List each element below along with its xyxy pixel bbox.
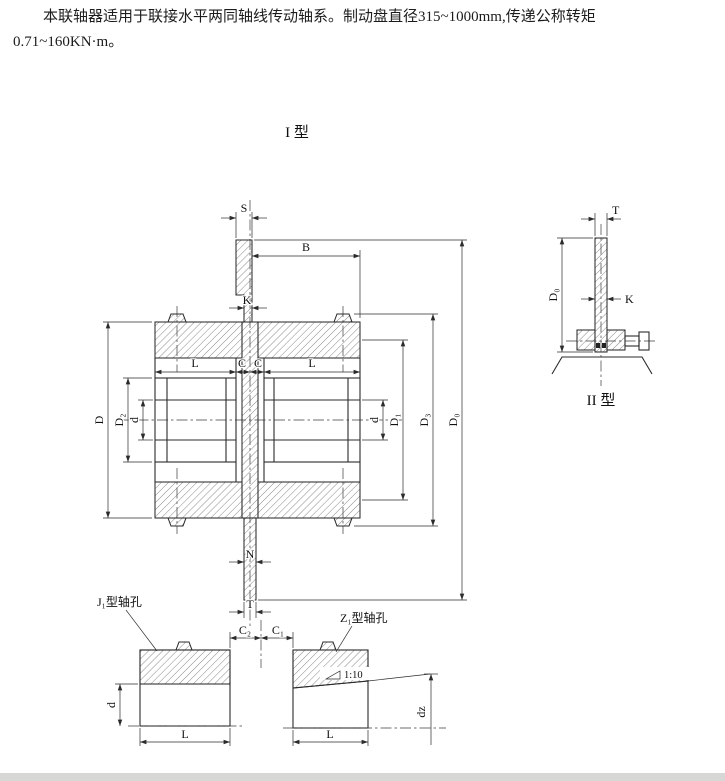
dim-label-d-outer: D (92, 415, 106, 424)
j1-leader-line (125, 609, 158, 652)
main-dimension-lines (103, 212, 467, 618)
dim-label-l-right: L (308, 356, 315, 370)
dim-label-t2-k: K (625, 292, 634, 306)
j1-hole-view: J₁型轴孔 d L (96, 593, 242, 746)
section-dot (602, 343, 606, 348)
page-bottom-edge (0, 773, 725, 781)
dim-label-t: T (246, 597, 254, 611)
caption-type2: II 型 (587, 392, 616, 409)
dim-label-j1-d: d (104, 702, 118, 708)
section-dot (596, 343, 600, 348)
dim-label-z1-l: L (326, 727, 333, 741)
dim-label-k: K (243, 293, 252, 307)
z1-dimension-lines (292, 674, 434, 746)
dim-label-d3: D₃ (417, 414, 431, 427)
dim-label-l-left: L (191, 356, 198, 370)
z1-hole-view: Z₁型轴孔 1:10 dz L (283, 609, 446, 746)
label-z1-hole: Z₁型轴孔 (340, 610, 388, 625)
type2-dimension-lines (557, 213, 621, 353)
dim-label-d-bore-right: d (367, 417, 381, 423)
caption-type1: I 型 (285, 124, 309, 141)
dim-label-s: S (241, 201, 248, 215)
dim-label-c1: C₁ (272, 623, 284, 637)
dim-label-b: B (302, 240, 310, 254)
taper-flag-icon (324, 670, 341, 680)
dim-label-d2: D₂ (112, 414, 126, 427)
hub-barrels (154, 358, 361, 482)
gap-dimensions: C₂ C₁ (229, 620, 294, 668)
label-taper: 1:10 (344, 670, 363, 681)
dim-label-n: N (246, 547, 255, 561)
dim-label-d1: D₁ (387, 414, 401, 427)
type2-disc-plate (551, 237, 653, 375)
dim-label-c-right: C (254, 356, 262, 370)
dim-label-t2-d0: D₀ (546, 289, 560, 302)
label-j1-hole: J₁型轴孔 (97, 594, 142, 609)
type2-view: T K D₀ II 型 (545, 202, 658, 410)
dim-label-d0: D₀ (446, 414, 460, 427)
dim-label-z1-dz: dz (414, 706, 428, 717)
dim-label-t2-t: T (612, 203, 620, 217)
main-centerlines (118, 200, 402, 628)
main-view: I 型 S B K L C C L N T D D₂ d d D₁ D₃ D₀ (91, 123, 467, 628)
z1-leader-line (335, 625, 353, 653)
dim-label-c2: C₂ (239, 623, 251, 637)
dim-label-c-left: C (238, 356, 246, 370)
j1-dimension-lines (115, 683, 231, 746)
flange-sections (154, 313, 361, 527)
intro-paragraph: 本联轴器适用于联接水平两同轴线传动轴系。制动盘直径315~1000mm,传递公称… (13, 9, 596, 50)
dim-label-d-bore-left: d (127, 417, 141, 423)
taper-flag-bg (320, 667, 372, 680)
dim-label-j1-l: L (181, 727, 188, 741)
